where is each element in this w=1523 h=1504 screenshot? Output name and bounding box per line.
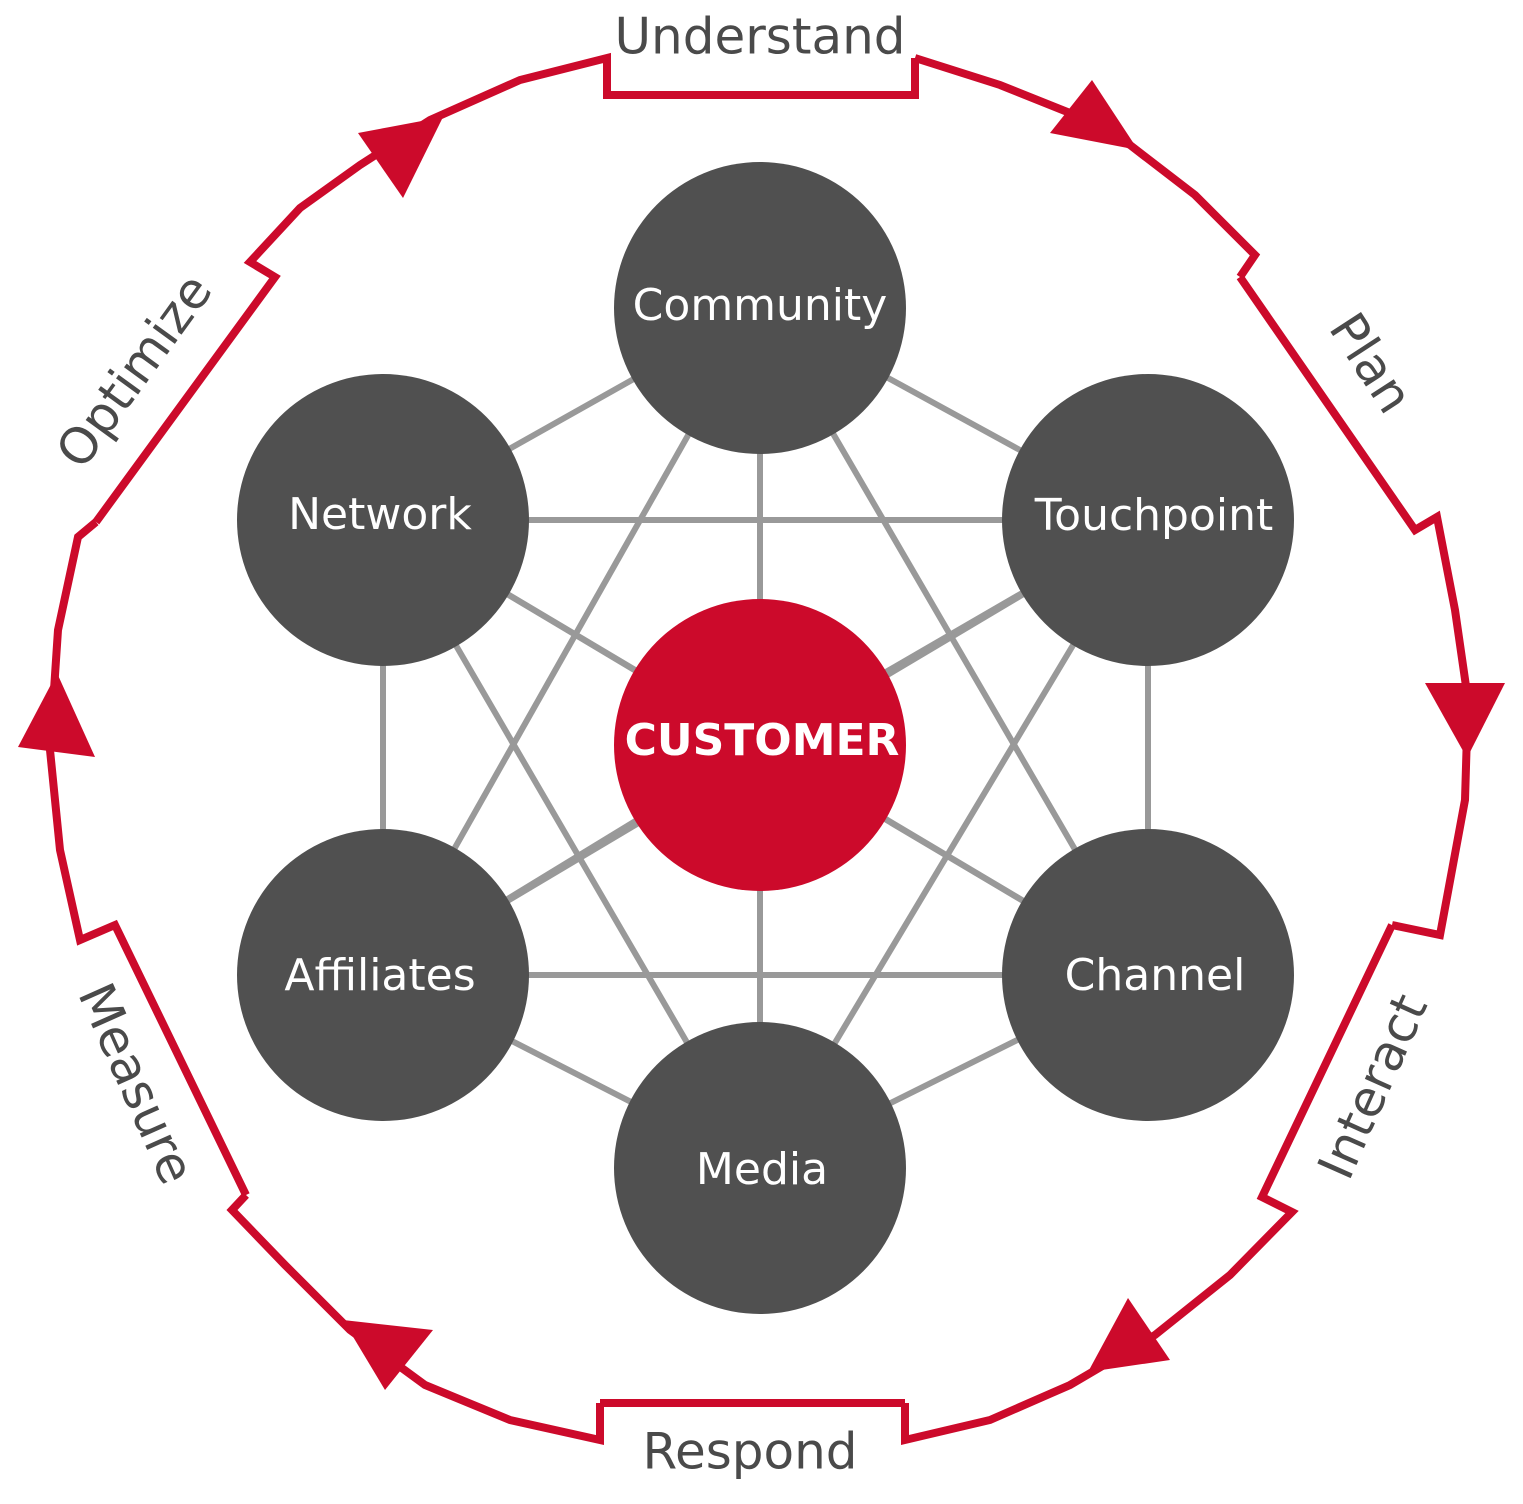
cycle-ring xyxy=(18,52,1505,1446)
node-affiliates-circle xyxy=(237,829,529,1121)
arrow-respond-to-measure-icon xyxy=(343,1320,433,1390)
node-channel: Channel xyxy=(1002,829,1294,1121)
arrow-interact-to-respond-icon xyxy=(1088,1298,1170,1372)
ring-segment-respond-measure xyxy=(226,1192,604,1445)
phase-label-interact: Interact xyxy=(1307,986,1439,1188)
node-touchpoint: Touchpoint xyxy=(1002,374,1294,666)
arrow-optimize-to-understand-icon xyxy=(358,117,443,198)
phase-label-understand: Understand xyxy=(614,8,905,66)
node-touchpoint-circle xyxy=(1002,374,1294,666)
ring-segment-measure-optimize xyxy=(45,518,250,1197)
arrow-plan-to-interact-icon xyxy=(1425,683,1505,758)
node-affiliates-label: Affiliates xyxy=(284,950,475,1001)
node-media-label: Media xyxy=(696,1144,828,1195)
node-community-circle xyxy=(614,162,906,454)
node-community-label: Community xyxy=(633,280,888,331)
node-customer: CUSTOMER xyxy=(614,599,906,891)
node-network-circle xyxy=(237,374,529,666)
node-network: Network xyxy=(237,374,529,666)
node-community: Community xyxy=(614,162,906,454)
node-customer-label: CUSTOMER xyxy=(625,715,900,766)
phase-label-respond: Respond xyxy=(642,1423,857,1481)
node-media-circle xyxy=(614,1022,906,1314)
node-channel-label: Channel xyxy=(1065,950,1246,1001)
arrow-understand-to-plan-icon xyxy=(1050,80,1138,150)
node-channel-circle xyxy=(1002,829,1294,1121)
node-affiliates: Affiliates xyxy=(237,829,529,1121)
ring-segment-interact-respond xyxy=(901,923,1396,1446)
phase-label-optimize: Optimize xyxy=(45,263,224,478)
arrow-measure-to-optimize-icon xyxy=(18,673,95,757)
node-media: Media xyxy=(614,1022,906,1314)
node-network-label: Network xyxy=(288,489,472,540)
node-touchpoint-label: Touchpoint xyxy=(1034,490,1274,541)
ring-segment-plan-interact xyxy=(1236,274,1473,940)
phase-label-measure: Measure xyxy=(66,975,205,1193)
node-customer-circle xyxy=(614,599,906,891)
